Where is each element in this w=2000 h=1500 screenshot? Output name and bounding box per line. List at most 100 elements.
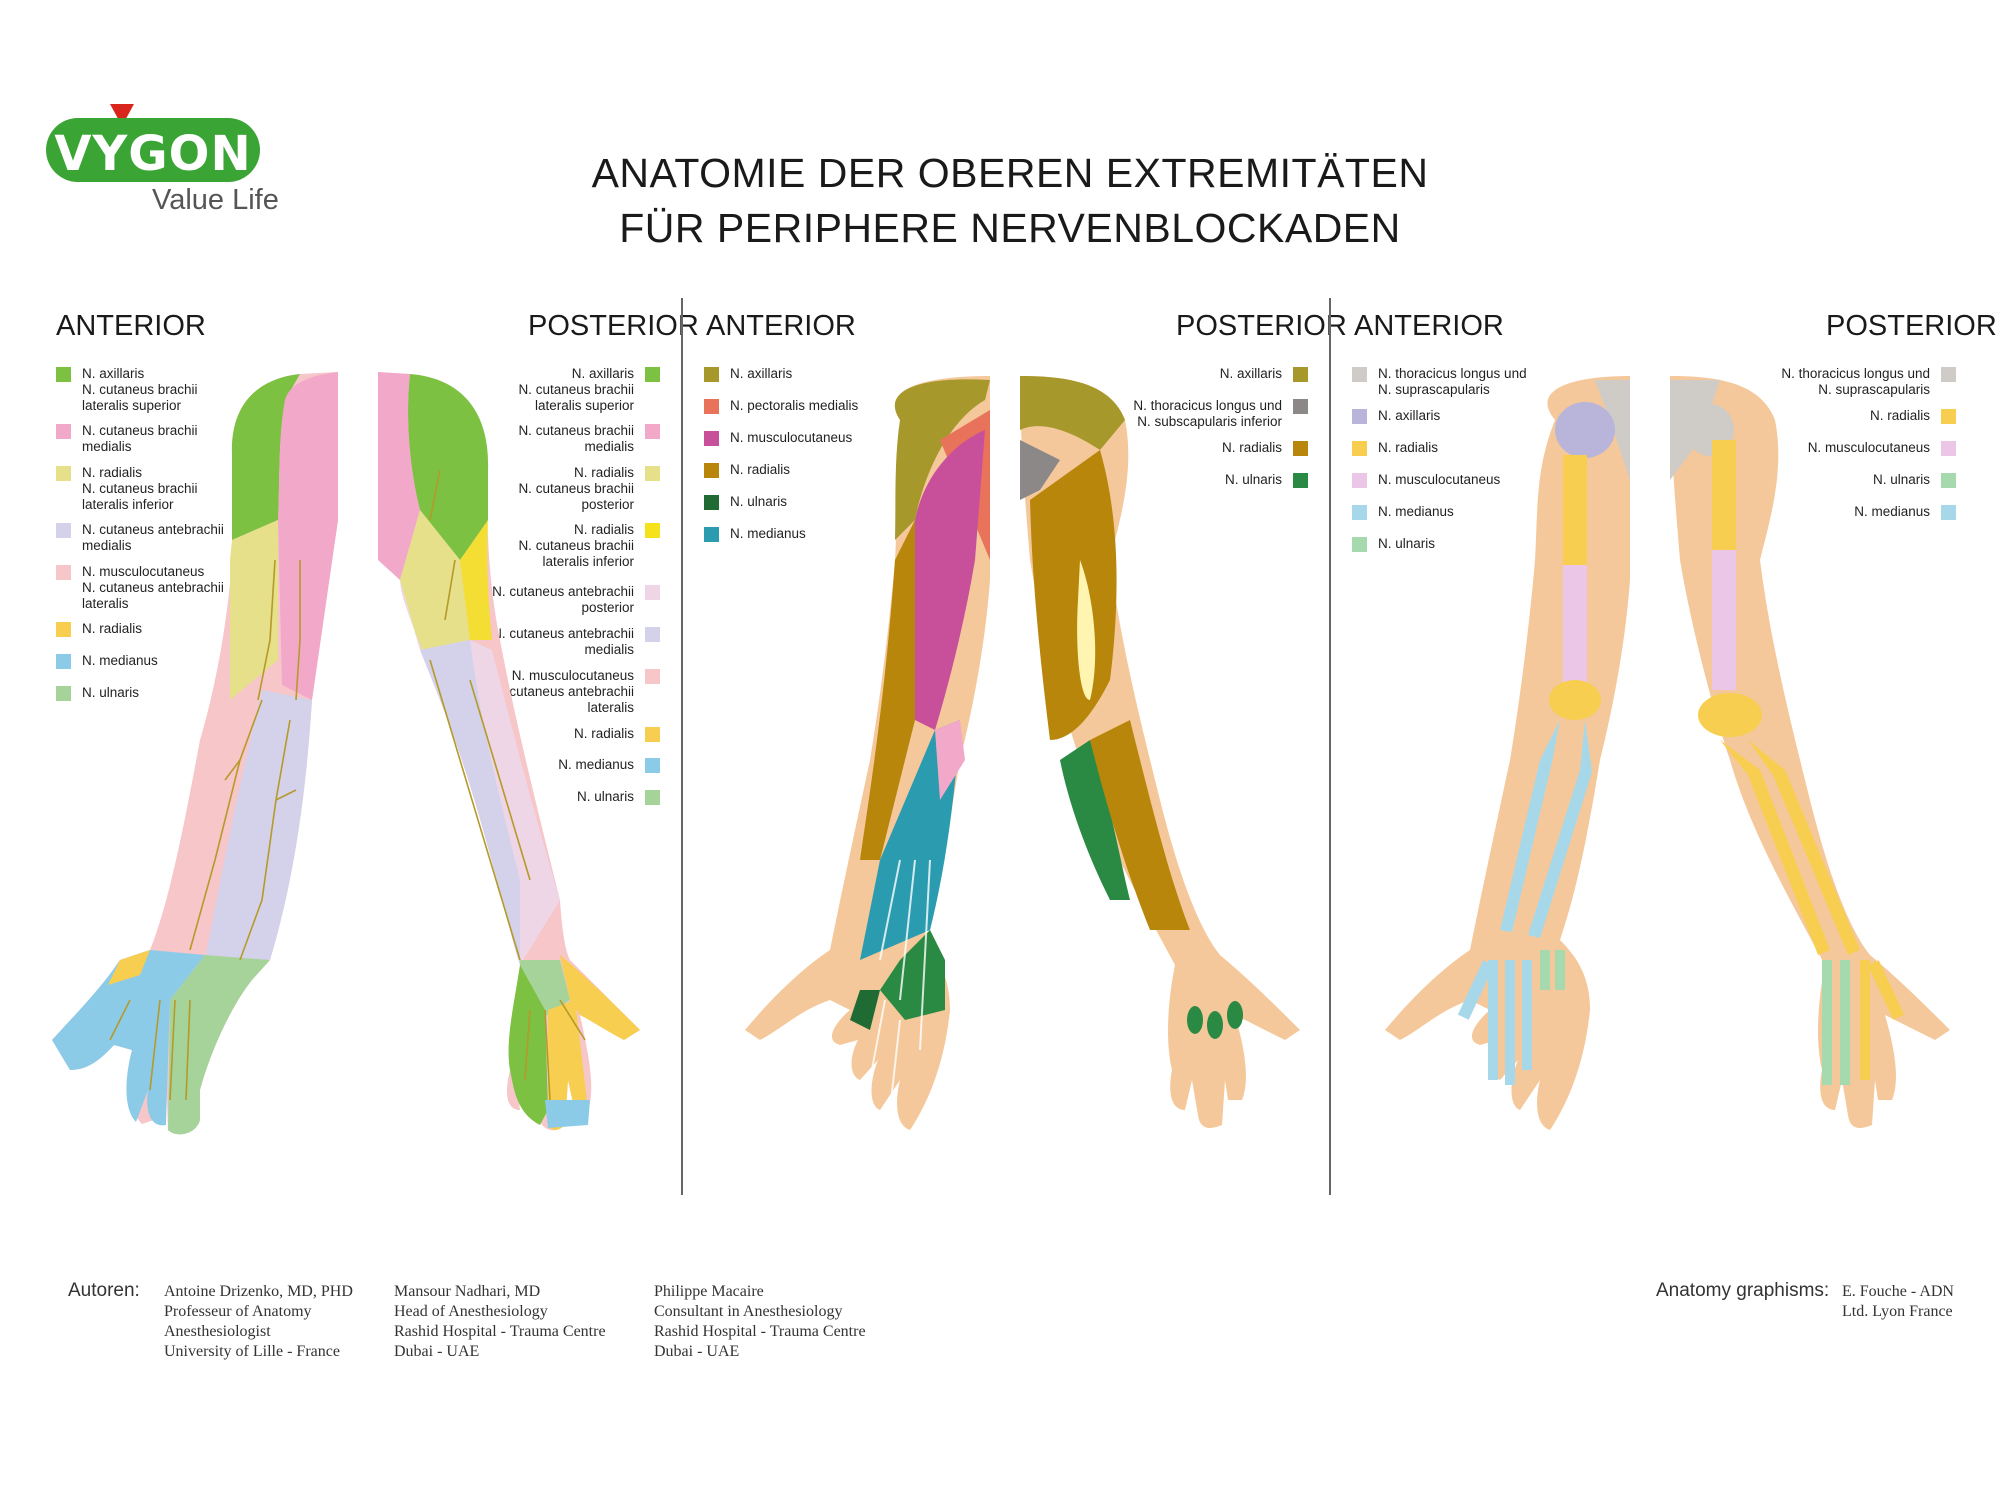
author-line: Philippe Macaire [654,1283,764,1300]
legend-label-line: lateralis superior [82,398,182,413]
legend-label: N. ulnaris [1225,472,1282,488]
author-line: Dubai - UAE [394,1343,480,1360]
legend-label-line: N. ulnaris [82,685,140,700]
legend-swatch [1293,399,1308,414]
muscles-anterior-label: ANTERIOR [706,310,856,342]
legend-label-line: lateralis inferior [82,497,174,512]
legend-label-line: lateralis [82,596,129,611]
legend-swatch [645,585,660,600]
legend-label-line: N. axillaris [1219,366,1282,381]
legend-label-line: N. medianus [1378,504,1454,519]
author-1: Antoine Drizenko, MD, PHD Professeur of … [164,1282,353,1362]
legend-swatch [704,495,719,510]
legend-label: N. radialis [1378,440,1438,456]
legend-swatch [645,758,660,773]
legend-swatch [645,727,660,742]
legend-label-line: N. cutaneus antebrachii [82,580,224,595]
page-title: ANATOMIE DER OBEREN EXTREMITÄTEN FÜR PER… [560,146,1460,256]
legend-swatch [1352,537,1367,552]
legend-label-line: N. musculocutaneus [1807,440,1930,455]
legend-label-line: N. radialis [1378,440,1439,455]
legend-label-line: N. cutaneus antebrachii [492,626,634,641]
legend-swatch [645,669,660,684]
legend-label-line: medialis [584,439,634,454]
legend-label-line: N. medianus [82,653,158,668]
legend-label: N. musculocutaneus [730,430,852,446]
legend-swatch [1941,367,1956,382]
author-2: Mansour Nadhari, MD Head of Anesthesiolo… [394,1282,606,1362]
legend-swatch [56,523,71,538]
legend-label-line: N. pectoralis medialis [730,398,859,413]
legend-label-line: lateralis superior [534,398,634,413]
legend-swatch [645,367,660,382]
legend-label: N. pectoralis medialis [730,398,858,414]
author-line: Rashid Hospital - Trauma Centre [394,1323,606,1340]
legend-swatch [1941,505,1956,520]
legend-label-line: N. radialis [1869,408,1930,423]
legend-label: N. musculocutaneus [1808,440,1930,456]
legend-label-line: N. ulnaris [1872,472,1930,487]
legend-swatch [1941,441,1956,456]
legend-label-line: N. cutaneus brachii [518,481,634,496]
legend-label-line: N. cutaneus brachii [82,382,198,397]
legend-label: N. musculocutaneus [1378,472,1500,488]
legend-label-line: N. radialis [730,462,791,477]
legend-swatch [1293,473,1308,488]
logo-pill [46,118,260,182]
author-line: Consultant in Anesthesiology [654,1303,843,1320]
legend-swatch [1352,367,1367,382]
legend-label-line: N. musculocutaneus [511,668,634,683]
author-line: Antoine Drizenko, MD, PHD [164,1283,353,1300]
legend-label-line: N. radialis [573,522,634,537]
graphism-label: Anatomy graphisms: [1656,1280,1830,1301]
legend-swatch [56,565,71,580]
legend-label-line: N. cutaneus brachii [518,538,634,553]
legend-label-line: medialis [82,439,132,454]
author-line: Rashid Hospital - Trauma Centre [654,1323,866,1340]
legend-label-line: N. radialis [573,726,634,741]
author-line: Mansour Nadhari, MD [394,1283,541,1300]
legend-swatch [704,431,719,446]
legend-swatch [704,527,719,542]
legend-label-line: N. radialis [82,465,143,480]
legend-label-line: N. cutaneus antebrachii [492,584,634,599]
author-line: Head of Anesthesiology [394,1303,548,1320]
legend-label: N. radialis [1870,408,1930,424]
author-line: Professeur of Anatomy [164,1303,312,1320]
legend-label-line: N. ulnaris [1224,472,1282,487]
legend-label-line: N. ulnaris [730,494,788,509]
graphism-line: Ltd. Lyon France [1842,1303,1953,1320]
legend-label-line: N. musculocutaneus [730,430,853,445]
legend-label-line: N. musculocutaneus [82,564,205,579]
legend-label: N. axillaris [1220,366,1282,382]
legend-swatch [645,523,660,538]
skin-anterior-label: ANTERIOR [56,310,206,342]
legend-label-line: N. cutaneus brachii [518,382,634,397]
graphism-credit: E. Fouche - ADN Ltd. Lyon France [1842,1282,1954,1322]
legend-label: N. medianus [1854,504,1930,520]
legend-swatch [1941,473,1956,488]
legend-label-line: N. thoracicus longus und [1781,366,1930,381]
legend-label-line: N. radialis [573,465,634,480]
legend-label: N. radialis [574,726,634,742]
legend-swatch [1352,473,1367,488]
logo-tagline: Value Life [152,184,279,216]
legend-label-line: N. musculocutaneus [1378,472,1501,487]
legend-label-line: N. subscapularis inferior [1137,414,1282,429]
legend-label-line: N. ulnaris [576,789,634,804]
legend-label: N. ulnaris [730,494,787,510]
legend-label-line: N. axillaris [730,366,793,381]
author-line: Anesthesiologist [164,1323,271,1340]
legend-label-line: N. cutaneus brachii [82,423,198,438]
legend-label: N. ulnaris [1378,536,1435,552]
legend-swatch [704,399,719,414]
legend-label-line: N. medianus [730,526,806,541]
vygon-logo: VYGON Value Life [40,104,300,216]
